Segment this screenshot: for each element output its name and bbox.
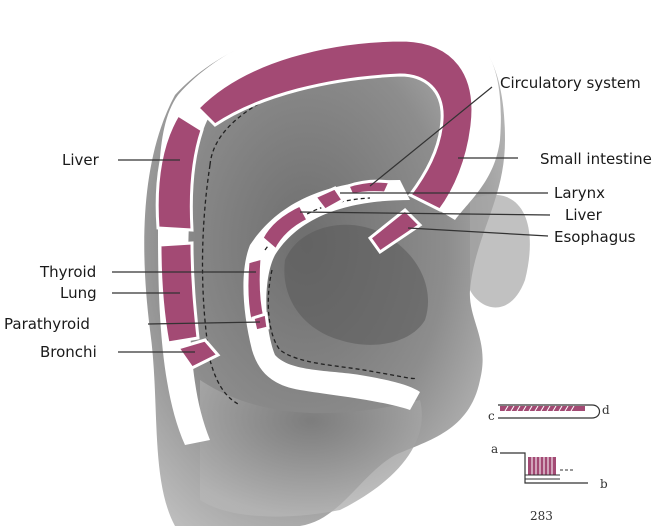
- label-circulatory-system: Circulatory system: [500, 74, 641, 92]
- label-esophagus: Esophagus: [554, 228, 636, 246]
- label-thyroid: Thyroid: [39, 263, 96, 281]
- legend-depth: [500, 453, 588, 483]
- label-lung: Lung: [60, 284, 97, 302]
- zone-thyroid: [247, 258, 265, 320]
- label-liver-left: Liver: [62, 151, 100, 169]
- legend-label-d: d: [602, 403, 610, 417]
- label-parathyroid: Parathyroid: [4, 315, 90, 333]
- legend-label-a: a: [491, 442, 498, 456]
- legend-label-c: c: [488, 409, 495, 423]
- label-larynx: Larynx: [554, 184, 605, 202]
- page-number: 283: [530, 509, 553, 523]
- label-bronchi: Bronchi: [40, 343, 97, 361]
- label-liver-right: Liver: [565, 206, 603, 224]
- cheek-shading: [470, 195, 530, 308]
- legend-cross-section: [498, 405, 600, 418]
- label-small-intestine: Small intestine: [540, 150, 652, 168]
- legend-label-b: b: [600, 477, 608, 491]
